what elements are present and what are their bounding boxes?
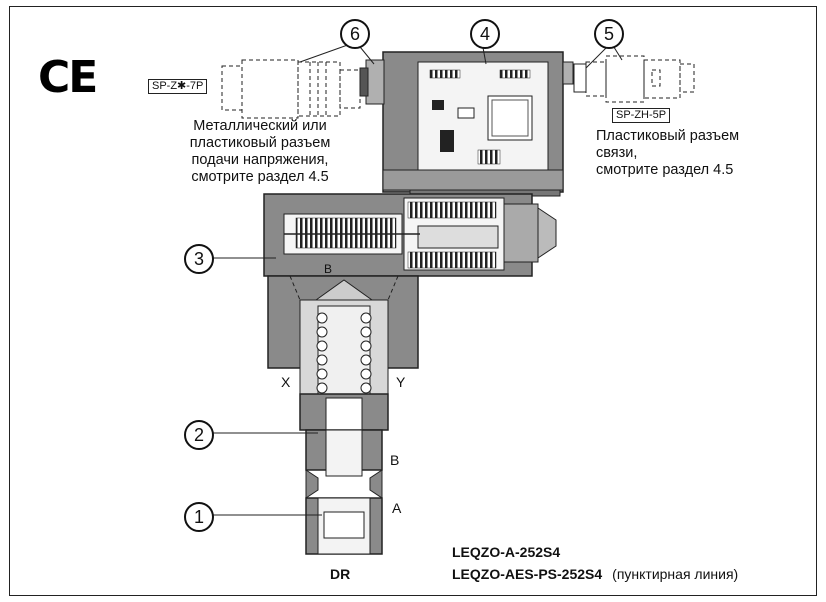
note-line: пластиковый разъем xyxy=(189,135,331,151)
model-line-1: LEQZO-A-252S4 xyxy=(452,544,561,560)
power-connector-note: Металлический или пластиковый разъем под… xyxy=(150,118,370,186)
pilot-valve-body xyxy=(263,193,557,277)
port-dr: DR xyxy=(330,566,351,582)
comm-connector-tag: SP-ZH-5P xyxy=(612,108,671,123)
ce-mark: CE xyxy=(38,52,98,103)
model-note-2: (пунктирная линия) xyxy=(612,566,739,582)
note-line: смотрите раздел 4.5 xyxy=(596,162,734,178)
comm-connector-outline xyxy=(585,55,695,103)
callout-1: 1 xyxy=(184,502,214,532)
comm-socket xyxy=(573,63,587,93)
callout-6: 6 xyxy=(340,19,370,49)
cartridge-insert xyxy=(299,393,389,555)
note-line: Пластиковый разъем xyxy=(596,128,740,144)
power-connector-tag: SP-Z✱-7P xyxy=(148,79,208,94)
port-a: A xyxy=(392,500,402,516)
note-line: Металлический или xyxy=(193,118,327,134)
electronics-housing xyxy=(359,51,574,197)
note-line: связи, xyxy=(596,145,638,161)
port-b-inner: B xyxy=(324,262,333,276)
model-code-2: LEQZO-AES-PS-252S4 xyxy=(452,566,603,582)
drawing-frame xyxy=(9,6,817,596)
port-b: B xyxy=(390,452,400,468)
port-x: X xyxy=(281,374,291,390)
note-line: смотрите раздел 4.5 xyxy=(191,169,329,185)
port-y: Y xyxy=(396,374,406,390)
comm-connector-note: Пластиковый разъем связи, смотрите разде… xyxy=(596,128,796,179)
callout-4: 4 xyxy=(470,19,500,49)
note-line: подачи напряжения, xyxy=(191,152,329,168)
power-connector-outline xyxy=(221,59,361,119)
callout-3: 3 xyxy=(184,244,214,274)
callout-5: 5 xyxy=(594,19,624,49)
model-line-2: LEQZO-AES-PS-252S4 (пунктирная линия) xyxy=(452,566,738,582)
callout-2: 2 xyxy=(184,420,214,450)
